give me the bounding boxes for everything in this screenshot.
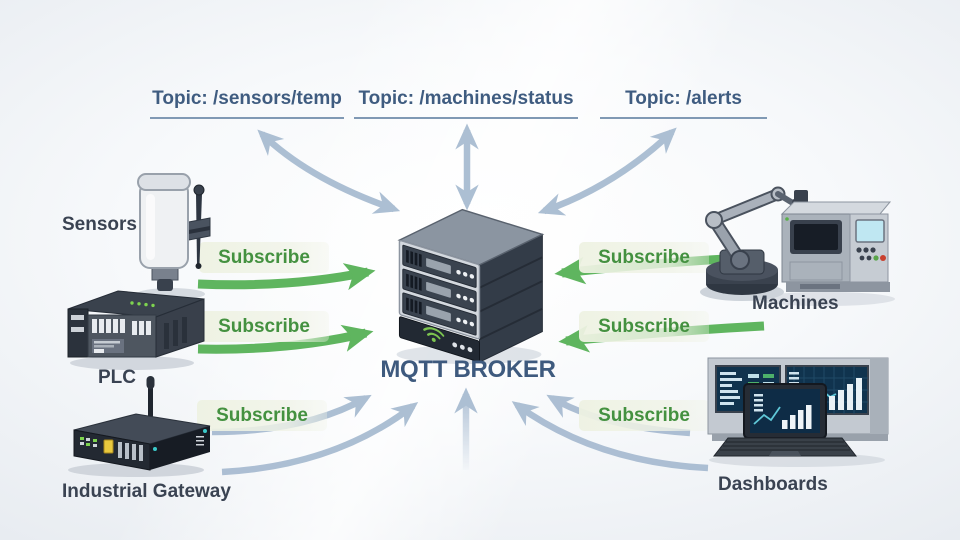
dashboards-icon: [707, 357, 889, 467]
industrial-gateway-icon: [68, 376, 211, 477]
subscribe-badge: Subscribe: [579, 311, 709, 342]
topic-label-alerts: Topic: /alerts: [600, 88, 767, 119]
topic1-broker-arrow: [257, 129, 401, 214]
subscribe-badge: Subscribe: [579, 242, 709, 273]
industrial-sensor-icon: [137, 173, 211, 300]
subscribe-badge: Subscribe: [579, 400, 709, 431]
topic3-broker-arrow: [537, 127, 677, 216]
subscribe-arrow-left-1: [197, 263, 376, 291]
sensors-label: Sensors: [62, 214, 137, 235]
subscribe-badge: Subscribe: [199, 311, 329, 342]
gateway-broker-arrow-2: [221, 402, 419, 476]
dashboards-label: Dashboards: [718, 474, 828, 495]
industrial-gateway-label: Industrial Gateway: [62, 481, 231, 502]
server-stack-icon: [396, 208, 545, 365]
plc-controller-icon: [67, 290, 205, 370]
wifi-icon: [423, 327, 445, 340]
subscribe-badge: Subscribe: [197, 400, 327, 431]
machines-label: Machines: [752, 293, 839, 314]
dashboards-broker-arrow-2: [511, 401, 709, 472]
topic-label-machines-status: Topic: /machines/status: [354, 88, 578, 119]
subscribe-badge: Subscribe: [199, 242, 329, 273]
topic-label-sensors-temp: Topic: /sensors/temp: [150, 88, 344, 119]
broker-title: MQTT BROKER: [380, 356, 556, 383]
plc-label: PLC: [98, 367, 136, 388]
subscribe-arrow-left-2: [197, 324, 374, 354]
robot-arm-machine-icon: [700, 186, 895, 306]
